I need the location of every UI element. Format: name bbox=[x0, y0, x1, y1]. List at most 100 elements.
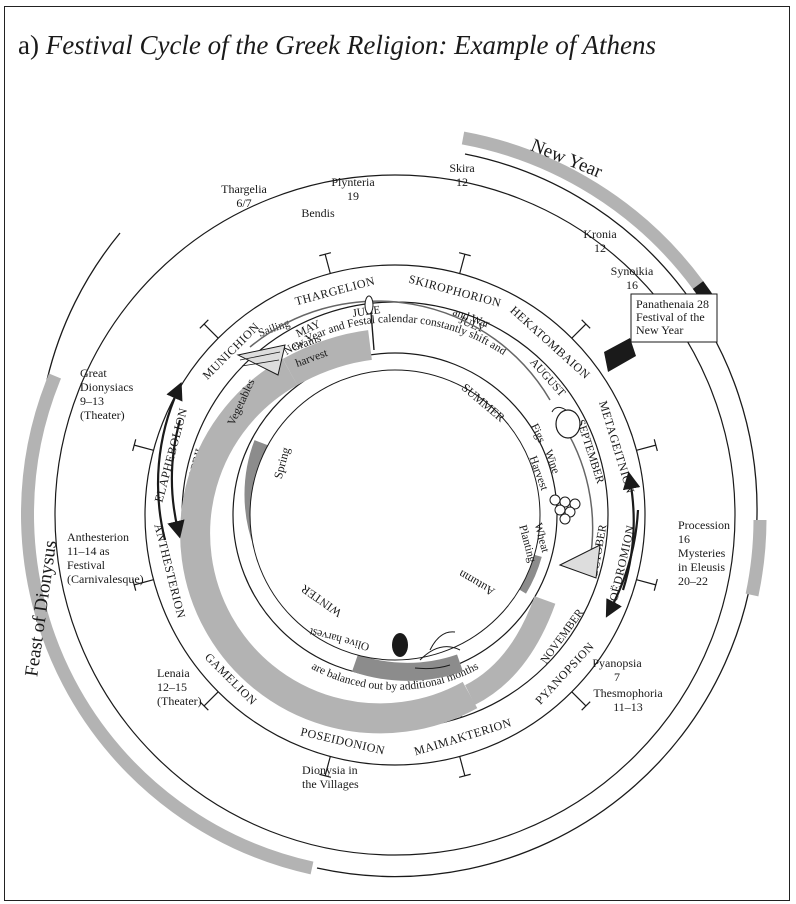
festival-line: 6/7 bbox=[236, 196, 251, 210]
month-tick bbox=[571, 691, 587, 707]
festival-line: Dionysiacs bbox=[80, 380, 134, 394]
month-tick-cap bbox=[653, 439, 658, 452]
festival-line: 9–13 bbox=[80, 394, 104, 408]
plough-icon bbox=[558, 544, 601, 579]
festival-line: Thargelia bbox=[221, 182, 267, 196]
month-tick bbox=[459, 756, 466, 776]
attic-month-3: PYANOPSION bbox=[532, 639, 597, 707]
wheat-icon bbox=[364, 295, 375, 351]
activity-figs: Figs bbox=[528, 422, 547, 446]
month-tick-cap bbox=[199, 319, 209, 329]
arrow-left-up bbox=[156, 381, 183, 541]
month-tick bbox=[636, 444, 656, 451]
month-tick-cap bbox=[581, 701, 591, 711]
dionysus-arc bbox=[21, 373, 314, 875]
outer-ring-upper bbox=[464, 153, 758, 516]
festival-line: Dionysia in bbox=[302, 763, 358, 777]
festival-line: 16 bbox=[626, 278, 638, 292]
festival-line: (Carnivalesque) bbox=[67, 572, 144, 586]
month-tick-cap bbox=[199, 701, 209, 711]
panel-letter: a) bbox=[18, 30, 39, 60]
attic-month-10: THARGELION bbox=[293, 273, 376, 308]
month-ring-outer bbox=[144, 264, 646, 766]
festival-line: Plynteria bbox=[331, 175, 375, 189]
festival-line: 19 bbox=[347, 189, 359, 203]
outer-ring-right bbox=[316, 514, 758, 878]
ship-icon bbox=[236, 344, 286, 376]
panathenaia-box bbox=[630, 293, 718, 343]
fig-icon bbox=[551, 406, 581, 439]
month-tick-cap bbox=[132, 439, 137, 452]
festival-line: Skira bbox=[449, 161, 475, 175]
month-tick bbox=[203, 323, 219, 339]
month-tick-cap bbox=[132, 578, 137, 591]
month-tick bbox=[324, 254, 331, 274]
month-tick-cap bbox=[319, 773, 332, 778]
month-tick-cap bbox=[653, 578, 658, 591]
festival-line: 11–13 bbox=[613, 700, 643, 714]
month-tick bbox=[324, 756, 331, 776]
month-ticks bbox=[132, 252, 658, 778]
festival-line: (Theater) bbox=[80, 408, 125, 422]
festival-line: 7 bbox=[614, 670, 620, 684]
festival-line: Synoikia bbox=[611, 264, 654, 278]
outer-ring-left bbox=[46, 232, 121, 381]
month-tick bbox=[459, 254, 466, 274]
olive-tree-icon bbox=[392, 631, 461, 670]
arrow-left-down bbox=[167, 419, 185, 539]
month-tick bbox=[636, 579, 656, 586]
festival-line: 11–14 as bbox=[67, 544, 110, 558]
new-year-arc bbox=[461, 131, 704, 289]
festival-line: Thesmophoria bbox=[593, 686, 663, 700]
title-text: Festival Cycle of the Greek Religion: Ex… bbox=[45, 30, 657, 60]
month-tick-cap bbox=[458, 252, 471, 257]
festival-line: Pyanopsia bbox=[592, 656, 642, 670]
festival-line: Festival of the bbox=[636, 310, 705, 324]
festival-line: Procession bbox=[678, 518, 730, 532]
attic-month-11: SKIROPHORION bbox=[407, 272, 503, 310]
month-tick bbox=[134, 579, 154, 586]
arrow-right-up bbox=[621, 471, 641, 591]
eleusis-arc bbox=[745, 519, 767, 597]
greg-month-2: AUGUST bbox=[527, 356, 567, 399]
festival-line: the Villages bbox=[302, 777, 359, 791]
festival-line: 12–15 bbox=[157, 680, 187, 694]
festival-line: Great bbox=[80, 366, 107, 380]
grapes-icon bbox=[549, 494, 581, 525]
sailing-war-arc bbox=[249, 300, 551, 401]
festival-line: Panathenaia 28 bbox=[636, 297, 709, 311]
panathenaia-band bbox=[604, 338, 636, 372]
festival-ring bbox=[54, 174, 736, 856]
activity-sailing: Sailing bbox=[257, 317, 292, 340]
figure-frame bbox=[4, 6, 790, 901]
festival-line: in Eleusis bbox=[678, 560, 725, 574]
festival-line: Mysteries bbox=[678, 546, 726, 560]
festival-line: Anthesterion bbox=[67, 530, 129, 544]
festival-line: (Theater) bbox=[157, 694, 202, 708]
festival-line: 12 bbox=[456, 175, 468, 189]
arrow-right-down bbox=[605, 509, 640, 618]
month-tick bbox=[571, 323, 587, 339]
figure-title: a) Festival Cycle of the Greek Religion:… bbox=[18, 30, 656, 61]
month-tick bbox=[203, 691, 219, 707]
festival-line: Bendis bbox=[301, 206, 335, 220]
festival-line: Kronia bbox=[583, 227, 617, 241]
festival-bendis: Bendis bbox=[301, 206, 335, 220]
month-tick-cap bbox=[581, 319, 591, 329]
festival-line: 20–22 bbox=[678, 574, 708, 588]
festival-line: New Year bbox=[636, 323, 683, 337]
